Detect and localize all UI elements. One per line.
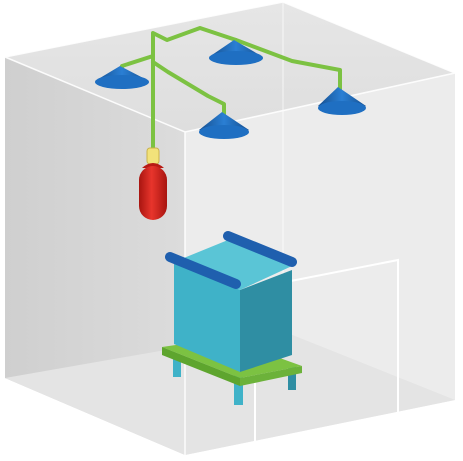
room-walls	[5, 2, 455, 455]
cylinder-valve	[147, 148, 159, 164]
cylinder-body	[139, 166, 167, 220]
